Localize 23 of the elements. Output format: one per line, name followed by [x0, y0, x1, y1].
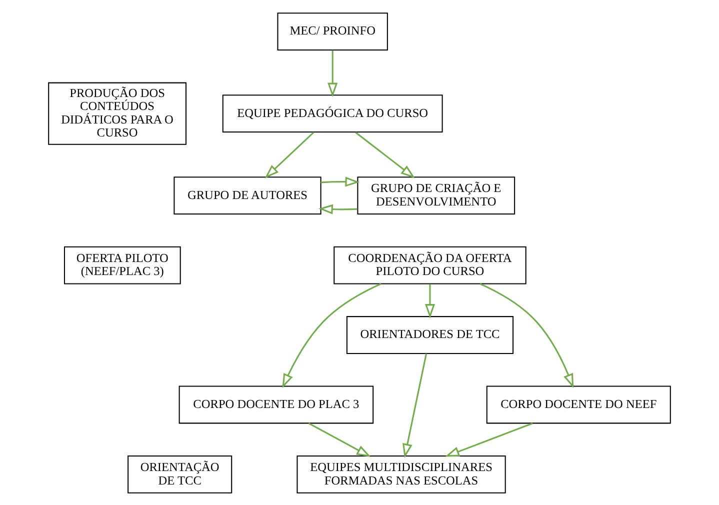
arrow — [282, 282, 382, 388]
node-box: ORIENTADORES DE TCC — [346, 316, 514, 354]
node-box: EQUIPE PEDAGÓGICA DO CURSO — [222, 94, 443, 132]
arrow — [480, 282, 574, 388]
arrow — [424, 284, 436, 318]
arrow — [308, 422, 371, 457]
node-box: CORPO DOCENTE DO PLAC 3 — [178, 385, 374, 424]
node-box: GRUPO DE AUTORES — [174, 176, 322, 214]
node-box: PRODUÇÃO DOS CONTEÚDOS DIDÁTICOS PARA O CURSO — [48, 82, 186, 144]
node-box: OFERTA PILOTO (NEEF/PLAC 3) — [64, 246, 181, 284]
arrow — [445, 422, 533, 456]
node-box: ORIENTAÇÃO DE TCC — [128, 454, 232, 493]
node-box: GRUPO DE CRIAÇÃO E DESENVOLVIMENTO — [357, 176, 516, 214]
node-box: EQUIPES MULTIDISCIPLINARES FORMADAS NAS ESCOLAS — [296, 454, 506, 493]
arrow — [320, 176, 360, 186]
node-box: MEC/ PROINFO — [277, 12, 388, 50]
node-box: CORPO DOCENTE DO NEEF — [486, 385, 671, 424]
arrow — [355, 131, 416, 178]
node-box: COORDENAÇÃO DA OFERTA PILOTO DO CURSO — [334, 246, 526, 284]
arrow — [264, 131, 314, 178]
arrow — [402, 353, 428, 458]
arrow — [318, 204, 358, 214]
arrow — [328, 50, 338, 97]
